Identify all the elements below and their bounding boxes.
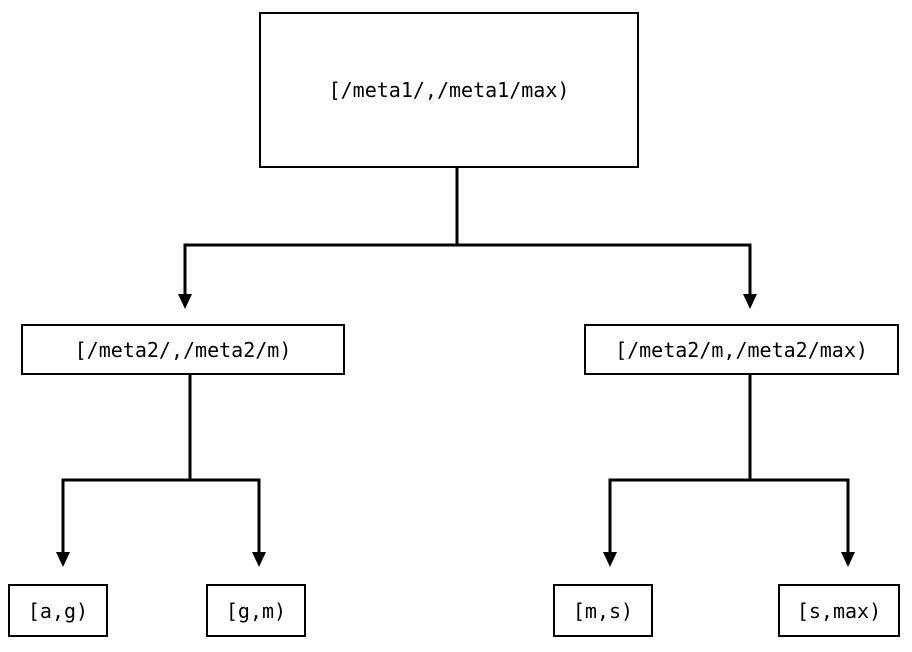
arrowhead-icon: [841, 552, 855, 567]
arrowhead-icon: [603, 552, 617, 567]
edge-mid-left-to-leaf-2: [188, 375, 266, 567]
tree-node-leaf-4[interactable]: [s,max): [778, 584, 900, 637]
tree-node-mid-left[interactable]: [/meta2/,/meta2/m): [21, 324, 345, 375]
edge-mid-right-to-leaf-3: [603, 375, 752, 567]
arrowhead-icon: [178, 294, 192, 309]
tree-node-leaf-2[interactable]: [g,m): [206, 584, 306, 637]
edge-mid-left-to-leaf-1: [56, 375, 192, 567]
arrowhead-icon: [56, 552, 70, 567]
tree-node-leaf-3[interactable]: [m,s): [553, 584, 653, 637]
edge-root-to-mid-right: [455, 168, 757, 309]
edge-mid-right-to-leaf-4: [748, 375, 855, 567]
tree-node-leaf-1[interactable]: [a,g): [8, 584, 108, 637]
tree-node-mid-right[interactable]: [/meta2/m,/meta2/max): [584, 324, 899, 375]
edge-root-to-mid-left: [178, 168, 459, 309]
tree-node-root[interactable]: [/meta1/,/meta1/max): [259, 12, 639, 168]
arrowhead-icon: [743, 294, 757, 309]
arrowhead-icon: [252, 552, 266, 567]
